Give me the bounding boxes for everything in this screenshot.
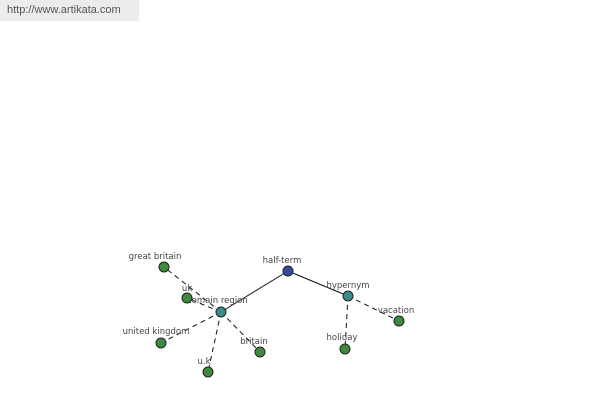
node-label-great-britain: great britain	[129, 252, 182, 262]
node-dot-domain-region[interactable]	[215, 306, 227, 318]
node-uk[interactable]: uk	[181, 284, 193, 304]
node-dot-vacation[interactable]	[393, 315, 405, 327]
node-label-half-term: half-term	[263, 256, 302, 266]
node-label-hypernym: hypernym	[326, 281, 369, 291]
node-u-k[interactable]: u.k	[197, 357, 214, 378]
node-label-domain-region: domain region	[186, 296, 247, 306]
edge-domain-region-to-great-britain	[163, 266, 222, 313]
edge-domain-region-to-united-kingdom	[160, 311, 222, 344]
node-label-uk: uk	[182, 284, 192, 294]
edge-hypernym-to-vacation	[347, 295, 400, 322]
node-dot-hypernym[interactable]	[342, 290, 354, 302]
url-header: http://www.artikata.com	[0, 0, 139, 21]
node-vacation[interactable]: vacation	[378, 306, 414, 327]
node-dot-uk[interactable]	[181, 292, 193, 304]
node-dot-great-britain[interactable]	[158, 261, 170, 273]
node-dot-half-term[interactable]	[282, 265, 294, 277]
node-dot-britain[interactable]	[254, 346, 266, 358]
node-label-britain: britain	[240, 337, 268, 347]
node-britain[interactable]: britain	[240, 337, 268, 358]
edge-domain-region-to-uk	[186, 297, 222, 313]
node-hypernym[interactable]: hypernym	[326, 281, 370, 302]
node-holiday[interactable]: holiday	[327, 333, 358, 355]
node-united-kingdom[interactable]: united kingdom	[123, 327, 190, 349]
node-dot-united-kingdom[interactable]	[155, 337, 167, 349]
node-dot-u-k[interactable]	[202, 366, 214, 378]
node-label-holiday: holiday	[327, 333, 358, 343]
edge-half-term-to-domain-region	[220, 270, 289, 313]
site-url-link[interactable]: http://www.artikata.com	[7, 4, 121, 16]
node-great-britain[interactable]: great britain	[129, 252, 182, 273]
node-half-term[interactable]: half-term	[263, 256, 302, 277]
node-label-vacation: vacation	[378, 306, 414, 316]
node-label-u-k: u.k	[197, 357, 210, 367]
edge-domain-region-to-britain	[220, 311, 261, 353]
node-dot-holiday[interactable]	[339, 343, 351, 355]
node-label-united-kingdom: united kingdom	[123, 327, 190, 337]
edge-half-term-to-hypernym	[287, 270, 349, 297]
node-domain-region[interactable]: domain region	[186, 296, 248, 318]
edge-domain-region-to-u-k	[207, 311, 222, 373]
